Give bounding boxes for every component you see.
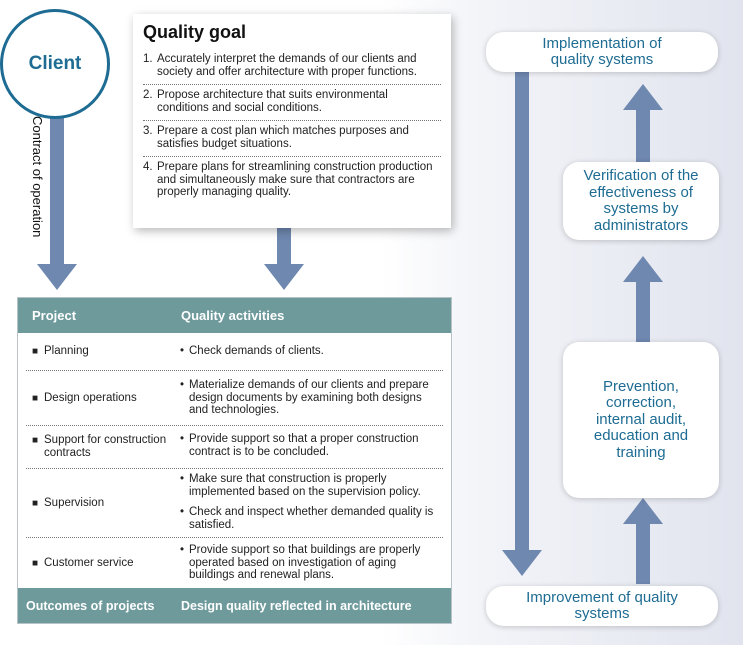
- activity-text: Provide support so that buildings are pr…: [189, 544, 421, 581]
- goal-item-text: Propose architecture that suits environm…: [157, 89, 388, 114]
- activities-column-header: Quality activities: [181, 308, 285, 323]
- bullet-dot-icon: •: [180, 544, 185, 556]
- table-row: ■ Planning • Check demands of clients.: [26, 333, 443, 371]
- project-cell: ■ Supervision: [32, 469, 104, 537]
- bullet-dot-icon: •: [180, 345, 185, 357]
- implementation-label: Implementation of quality systems: [542, 35, 662, 68]
- quality-goal-box: Quality goal 1. Accurately interpret the…: [133, 14, 451, 228]
- goal-item-number: 3.: [143, 125, 153, 137]
- project-column-header: Project: [32, 308, 77, 323]
- prevention-box: Prevention, correction, internal audit, …: [563, 342, 719, 498]
- square-bullet-icon: ■: [32, 346, 39, 357]
- quality-goal-item: 2. Propose architecture that suits envir…: [143, 85, 441, 121]
- square-bullet-icon: ■: [32, 497, 39, 509]
- bullet-dot-icon: •: [180, 433, 185, 445]
- goal-item-number: 2.: [143, 89, 153, 101]
- goal-item-number: 1.: [143, 53, 153, 65]
- goal-item-number: 4.: [143, 161, 153, 173]
- activities-cell: • Check demands of clients.: [180, 345, 442, 358]
- table-row: ■ Supervision • Make sure that constructio…: [26, 469, 443, 538]
- project-name: Design operations: [44, 391, 137, 404]
- contract-of-operation-label: Contract of operation: [30, 116, 45, 238]
- bullet-dot-icon: •: [180, 506, 185, 518]
- activities-cell: • Provide support so that a proper constr…: [180, 433, 442, 458]
- square-bullet-icon: ■: [32, 557, 39, 569]
- activities-cell: • Make sure that construction is properly…: [180, 473, 442, 531]
- bullet-dot-icon: •: [180, 473, 185, 485]
- project-name: Planning: [44, 345, 89, 357]
- verification-label: Verification of the effectiveness of sys…: [583, 167, 699, 234]
- project-name: Support for construction contracts: [44, 434, 167, 459]
- prevention-to-verification-arrow: [623, 256, 663, 342]
- client-circle: Client: [0, 9, 110, 119]
- table-header: Project Quality activities: [18, 298, 451, 333]
- activity-text: Check demands of clients.: [189, 345, 324, 357]
- improvement-label: Improvement of quality systems: [526, 589, 678, 622]
- implementation-box: Implementation of quality systems: [486, 32, 718, 72]
- square-bullet-icon: ■: [32, 392, 39, 404]
- bullet-dot-icon: •: [180, 379, 185, 391]
- outcomes-label: Outcomes of projects: [26, 598, 155, 613]
- quality-goal-item: 3. Prepare a cost plan which matches pur…: [143, 121, 441, 157]
- table-row: ■ Design operations • Materialize demands …: [26, 371, 443, 426]
- client-down-arrow: [37, 118, 77, 290]
- goal-item-text: Prepare plans for streamlining construct…: [157, 161, 433, 198]
- prevention-label: Prevention, correction, internal audit, …: [593, 377, 689, 461]
- goal-item-text: Prepare a cost plan which matches purpos…: [157, 125, 409, 150]
- activity-text: Materialize demands of our clients and p…: [189, 379, 429, 416]
- goal-down-arrow: [264, 228, 304, 290]
- activities-cell: • Materialize demands of our clients and …: [180, 379, 442, 417]
- quality-goal-item: 1. Accurately interpret the demands of o…: [143, 49, 441, 85]
- quality-goal-title: Quality goal: [143, 22, 247, 42]
- activity-text: Make sure that construction is properly …: [189, 473, 421, 498]
- quality-activities-table: Project Quality activities ■ Planning • Ch…: [17, 297, 452, 624]
- table-footer: Outcomes of projects Design quality refl…: [18, 588, 451, 623]
- activity-text: Provide support so that a proper constru…: [189, 433, 419, 458]
- verification-to-implementation-arrow: [623, 84, 663, 162]
- client-label: Client: [28, 53, 82, 74]
- square-bullet-icon: ■: [32, 435, 39, 446]
- activity-text: Check and inspect whether demanded quali…: [189, 506, 434, 531]
- project-name: Customer service: [44, 556, 134, 569]
- project-name: Supervision: [44, 496, 105, 509]
- quality-goal-item: 4. Prepare plans for streamlining constr…: [143, 157, 441, 205]
- project-cell: ■ Planning: [32, 333, 89, 370]
- outcomes-value: Design quality reflected in architecture: [181, 598, 412, 613]
- project-cell: ■ Customer service: [32, 538, 133, 588]
- table-row: ■ Support for construction contracts • Pro…: [26, 426, 443, 469]
- implementation-to-improvement-arrow: [502, 72, 542, 576]
- activities-cell: • Provide support so that buildings are p…: [180, 544, 442, 582]
- project-cell: ■ Support for construction contracts: [32, 426, 172, 468]
- project-cell: ■ Design operations: [32, 371, 137, 425]
- goal-item-text: Accurately interpret the demands of our …: [157, 53, 417, 78]
- verification-box: Verification of the effectiveness of sys…: [563, 162, 719, 240]
- improvement-box: Improvement of quality systems: [486, 586, 718, 626]
- improvement-to-prevention-arrow: [623, 498, 663, 584]
- table-row: ■ Customer service • Provide support so th…: [26, 538, 443, 588]
